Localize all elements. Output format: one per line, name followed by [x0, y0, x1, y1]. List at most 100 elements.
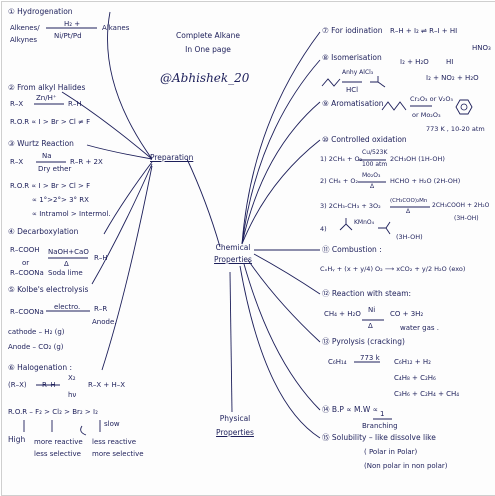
header-title-line2: In One page	[185, 45, 231, 54]
halogen-order: R.O.R – F₂ > Cl₂ > Br₂ > I₂	[8, 408, 98, 416]
isomerisation-title: ⑧ Isomerisation	[322, 53, 382, 62]
halides-product: R–H	[68, 100, 82, 108]
isomer-cond: Anhy AlCl₃	[342, 69, 374, 76]
steam-cond: Ni	[368, 306, 376, 314]
benzene-ring	[455, 99, 473, 115]
oxid-r4-cond: KMnO₄	[354, 219, 375, 226]
connector	[253, 253, 321, 295]
connector	[103, 161, 153, 235]
halogen-less-reactive: less reactive	[92, 438, 137, 446]
oxid-r2: 2) CH₄ + O₂	[320, 177, 359, 185]
oxid-r3: 3) 2CH₃-CH₃ + 3O₂	[320, 202, 381, 210]
steam-reactant: CH₄ + H₂O	[324, 310, 361, 318]
aromat-cond2: or Mo₂O₃	[412, 111, 441, 119]
pyro-product2: C₄H₈ + C₂H₆	[394, 374, 436, 382]
pyro-product3: C₃H₆ + C₂H₄ + CH₄	[394, 390, 460, 398]
pyro-cond: 773 k	[360, 354, 380, 362]
decarb-title: ④ Decarboxylation	[8, 227, 79, 236]
halides-title: ② From alkyl Halides	[8, 83, 86, 92]
connector	[91, 163, 153, 285]
oxid-r1-cond: Cu/523K	[362, 149, 388, 156]
wurtz-order2: ∝ 1°>2°> 3° RX	[32, 196, 89, 204]
slow-arrow	[80, 425, 87, 436]
zigzag-molecule	[321, 78, 341, 87]
combustion-eq: CₓHᵧ + (x + y/4) O₂ ⟶ xCO₂ + y/2 H₂O (ex…	[320, 265, 466, 273]
iodination-hno3: HNO₃	[472, 44, 491, 52]
oxid-r1-cond2: 100 atm	[362, 161, 388, 168]
connector	[247, 259, 321, 343]
oxid-r4: 4)	[320, 225, 327, 233]
preparation-node: Preparation	[150, 153, 194, 162]
wurtz-product: R–R + 2X	[70, 158, 103, 166]
iodination-p1b: HI	[446, 58, 454, 66]
pyro-reactant: C₆H₁₄	[328, 358, 347, 366]
iodination-eq: R–H + I₂ ⇌ R–I + HI	[390, 27, 458, 35]
halogen-rh: R–H	[42, 381, 56, 389]
connector	[229, 271, 233, 413]
aromat-temp: 773 K , 10-20 atm	[426, 125, 485, 133]
isomer-cond2: HCl	[346, 86, 359, 94]
halogen-high: High	[8, 435, 26, 444]
connector	[243, 263, 321, 411]
chemical-node: Chemical	[215, 243, 251, 252]
oxid-r2-cond: Mo₂O₃	[362, 172, 381, 179]
bp-numerator: 1	[380, 410, 385, 418]
hydro-product: Alkanes	[102, 24, 130, 32]
oxidation-title: ⑩ Controlled oxidation	[322, 135, 407, 144]
hydro-reactant2: Alkynes	[10, 36, 38, 44]
decarb-soda-lime: Soda lime	[48, 269, 83, 277]
oxid-r3-product: 2CH₃COOH + 2H₂O	[432, 202, 490, 209]
connector	[101, 165, 153, 371]
solubility-title: ⑮ Solubility – like dissolve like	[322, 433, 436, 442]
kolbe-title: ⑤ Kolbe's electrolysis	[8, 285, 89, 294]
oxid-r3-product2: (3H-OH)	[454, 215, 479, 222]
halogen-more-selective: more selective	[92, 450, 144, 458]
header-title-line1: Complete Alkane	[176, 31, 240, 40]
hydro-catalyst: Ni/Pt/Pd	[54, 32, 82, 40]
solubility-nonpolar: (Non polar in non polar)	[364, 462, 448, 470]
halogenation-title: ⑥ Halogenation :	[8, 363, 73, 372]
pyro-product1: C₆H₁₂ + H₂	[394, 358, 431, 366]
kolbe-product: R–R	[94, 305, 108, 313]
physical-node: Physical	[219, 414, 251, 423]
properties-node: Properties	[214, 255, 252, 264]
decarb-delta: Δ	[64, 260, 69, 268]
halides-order: R.O.R ∝ I > Br > Cl ≠ F	[10, 118, 91, 126]
decarb-cond: NaOH+CaO	[48, 248, 89, 256]
connector	[239, 265, 321, 439]
halides-cond: Zn/H⁺	[36, 94, 57, 102]
aromatisation-title: ⑨ Aromatisation	[322, 99, 384, 108]
connector	[241, 101, 321, 245]
decarb-product: R–H	[94, 254, 108, 262]
oxid-r4-product: (3H-OH)	[396, 233, 423, 241]
halogen-more-reactive: more reactive	[34, 438, 83, 446]
wurtz-order3: ∝ Intramol > Intermol.	[32, 210, 111, 218]
wurtz-cond: Na	[42, 152, 52, 160]
hydro-cond: H₂ +	[64, 20, 81, 28]
wurtz-reactant: R–X	[10, 158, 24, 166]
zigzag-molecule	[381, 101, 407, 111]
connector	[241, 31, 321, 245]
iodination-p2: I₂ + NO₂ + H₂O	[426, 74, 479, 82]
decarb-or: or	[22, 259, 30, 267]
halogen-cond: X₂	[68, 374, 76, 382]
halogen-product: R–X + H–X	[88, 381, 126, 389]
connector	[107, 11, 153, 160]
decarb-reactant: R–COOH	[10, 246, 40, 254]
kolbe-cond: electro.	[54, 303, 81, 311]
wurtz-cond2: Dry ether	[38, 165, 72, 173]
aromat-cond: Cr₂O₃ or V₂O₅	[410, 95, 454, 103]
oxid-r2-cond2: Δ	[370, 183, 375, 190]
hydrogenation-title: ① Hydrogenation	[8, 7, 73, 16]
connector	[186, 158, 221, 248]
kolbe-cathode: cathode – H₂ (g)	[8, 328, 65, 336]
oxid-r2-product: HCHO + H₂O (2H-OH)	[390, 177, 461, 185]
halides-reactant: R–X	[10, 100, 24, 108]
combustion-title: ⑪ Combustion :	[322, 245, 382, 254]
oxid-r3-cond2: Δ	[406, 208, 411, 215]
steam-cond2: Δ	[368, 322, 373, 330]
halogen-hv: hν	[68, 391, 77, 399]
oxid-r3-cond: (CH₃COO)₂Mn	[390, 198, 428, 204]
halogen-less-selective: less selective	[34, 450, 81, 458]
bp-title: ⑭ B.P ∝ M.W ∝	[322, 405, 379, 414]
